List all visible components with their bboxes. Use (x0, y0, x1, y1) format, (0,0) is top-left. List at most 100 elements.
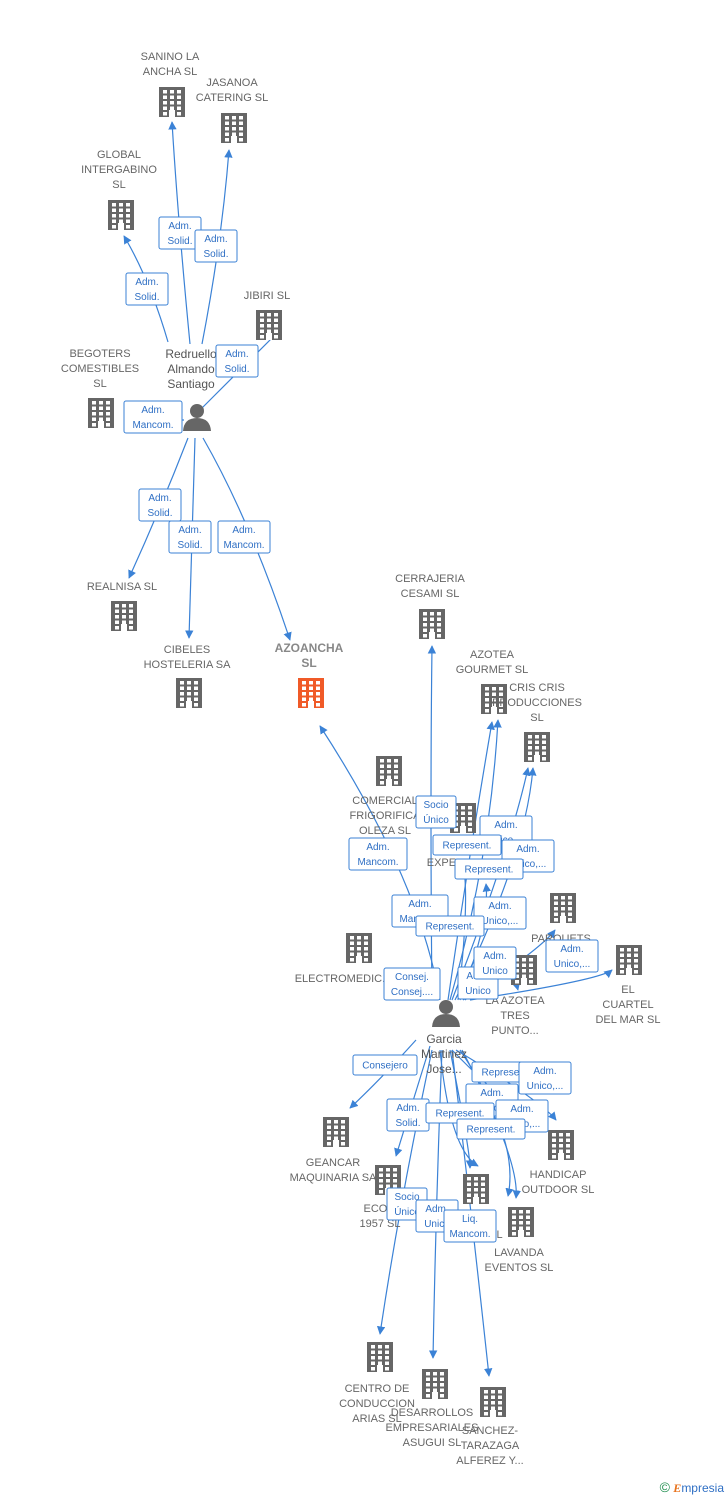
edge-label[interactable]: Adm. Mancom. (123, 400, 183, 434)
edge-label-text: Mancom. (132, 420, 173, 431)
edge-label-text: Adm. (533, 1066, 556, 1077)
person-label: Santiago (167, 377, 215, 391)
company-label: TARAZAGA (461, 1440, 520, 1452)
brand-logo-text: mpresia (681, 1481, 724, 1495)
edge-label[interactable]: Adm. Unico,... (518, 1061, 572, 1095)
edge-label-text: Unico,... (554, 959, 591, 970)
edge-label-text: Mancom. (223, 540, 264, 551)
company-label: SL (112, 179, 125, 191)
edge-label-text: Adm. (232, 525, 255, 536)
company-node-electromedic[interactable]: ELECTROMEDIC... (295, 933, 392, 985)
company-label: CUARTEL (602, 999, 653, 1011)
edge-label-text: Adm. (488, 901, 511, 912)
edge-label-text: Solid. (134, 292, 159, 303)
edge-label-text: Adm. (135, 277, 158, 288)
edge-label[interactable]: Adm. Solid. (125, 272, 169, 306)
building-icon (111, 601, 137, 631)
company-label: HOSTELERIA SA (144, 659, 231, 671)
brand-footer: © Empresia (660, 1479, 724, 1496)
edge-label-text: Socio (423, 800, 448, 811)
edge-label-text: Represent. (436, 1109, 485, 1120)
edge-label[interactable]: Liq.Mancom. (443, 1209, 497, 1243)
person-label: Garcia (426, 1032, 462, 1046)
edge-label-text: Adm. (141, 405, 164, 416)
brand-logo-initial: E (673, 1481, 682, 1495)
edge-label[interactable]: Adm.Mancom. (348, 837, 408, 871)
relationship-edge (447, 721, 495, 1001)
edge-label-text: Unico,... (527, 1081, 564, 1092)
company-label: ANCHA SL (143, 66, 197, 78)
edge-label[interactable]: Adm.Solid. (194, 229, 238, 263)
edge-label[interactable]: Represent. (456, 1118, 526, 1140)
edge-label-text: Solid. (147, 508, 172, 519)
building-icon (548, 1130, 574, 1160)
building-icon (550, 893, 576, 923)
company-node-jibiri[interactable]: JIBIRI SL (244, 290, 290, 340)
edge-label[interactable]: Adm.Solid. (138, 488, 182, 522)
building-icon (159, 87, 185, 117)
company-label: CENTRO DE (345, 1383, 410, 1395)
copyright-icon: © (659, 1479, 670, 1495)
edge-label-text: Solid. (167, 236, 192, 247)
edge-label-text: Adm. (483, 951, 506, 962)
company-label: 1957 SL (360, 1218, 401, 1230)
edge-label-text: Represent. (482, 1068, 531, 1079)
building-icon (422, 1369, 448, 1399)
building-icon (298, 678, 324, 708)
edge-label[interactable]: Adm.Unico,... (545, 939, 599, 973)
edge-label[interactable]: Consej.Consej.... (383, 967, 441, 1001)
edge-label[interactable]: Adm.Solid. (168, 520, 212, 554)
company-label: HANDICAP (530, 1169, 587, 1181)
building-icon (616, 945, 642, 975)
company-label: FRIGORIFICA (350, 810, 422, 822)
person-node-garcia[interactable]: GarciaMartinezJose... (421, 1000, 467, 1076)
edge-label[interactable]: Adm.Solid. (158, 216, 202, 250)
edge-label[interactable]: Represent. (415, 915, 485, 937)
edge-label[interactable]: Represent. (432, 834, 502, 856)
company-node-realnisa[interactable]: REALNISA SL (87, 581, 157, 631)
edge-label-text: Adm. (204, 234, 227, 245)
edge-label[interactable]: Represent. (454, 858, 524, 880)
edge-label[interactable]: Adm.Unico,... (473, 896, 527, 930)
edge-label[interactable]: Adm.Solid. (386, 1098, 430, 1132)
person-label: Almando (167, 362, 215, 376)
edge-label-text: Adm. (178, 525, 201, 536)
building-icon (176, 678, 202, 708)
edge-label[interactable]: Adm. Unico (473, 946, 517, 980)
company-label: JASANOA (206, 77, 258, 89)
edge-label-text: Adm. (366, 842, 389, 853)
company-label: OLEZA SL (359, 825, 411, 837)
building-icon (508, 1207, 534, 1237)
edge-label-text: Unico (482, 966, 508, 977)
company-label: EL (621, 984, 634, 996)
edge-label-text: Unico (424, 1219, 450, 1230)
company-label: TRES (500, 1010, 529, 1022)
edge-label[interactable]: Consejero (352, 1054, 418, 1076)
edge-label[interactable]: Adm. Mancom. (217, 520, 271, 554)
company-label: ARIAS SL (352, 1413, 402, 1425)
edge-label[interactable]: Adm.Solid. (215, 344, 259, 378)
building-icon (221, 113, 247, 143)
edge-label-text: Adm. (396, 1103, 419, 1114)
company-label: PUNTO... (491, 1025, 538, 1037)
